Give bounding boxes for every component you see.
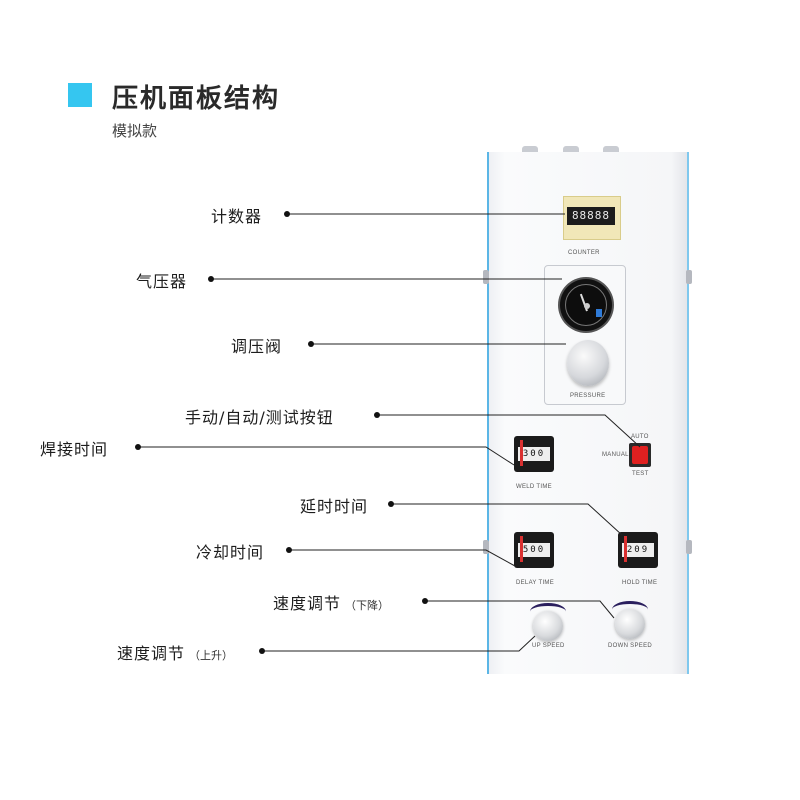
callout-dot [286,547,292,553]
panel-side-bolt [483,270,489,284]
pressure-regulator-knob[interactable] [567,340,609,386]
callout-counter: 计数器 [211,207,263,226]
up-speed-knob[interactable] [533,611,563,641]
mode-switch[interactable] [629,443,651,467]
switch-auto-label: AUTO [631,434,649,440]
callout-speed-up-text: 速度调节 [117,644,186,663]
callout-dot [422,598,428,604]
counter-display: 88888 [567,207,615,225]
up-speed-label: UP SPEED [532,643,565,649]
delay-time-digits: 500 [518,543,550,557]
switch-manual-label: MANUAL [602,452,629,458]
callout-weld-time: 焊接时间 [40,440,109,459]
callout-speed-down: 速度调节（下降） [273,590,389,614]
callout-dot [374,412,380,418]
gauge-indicator [596,309,602,317]
down-speed-scale [612,601,648,618]
callout-dot [284,211,290,217]
switch-test-label: TEST [632,471,649,477]
panel-side-bolt [483,540,489,554]
panel-top-fitting [563,146,579,154]
panel-side-bolt [686,270,692,284]
counter-label: COUNTER [568,250,600,256]
callout-hold-time: 延时时间 [300,497,369,516]
hold-time-timer[interactable]: 209 [618,532,658,568]
callout-dot [208,276,214,282]
callout-dot [388,501,394,507]
air-pressure-gauge [560,279,612,331]
down-speed-label: DOWN SPEED [608,643,653,649]
page-title: 压机面板结构 [112,84,281,114]
weld-time-label: WELD TIME [516,484,552,490]
callout-dot [135,444,141,450]
delay-time-label: DELAY TIME [516,580,555,586]
title-accent-square [68,83,92,107]
callout-speed-up-note: （上升） [189,649,234,662]
panel-top-fitting [603,146,619,154]
delay-time-timer[interactable]: 500 [514,532,554,568]
callout-speed-up: 速度调节（上升） [117,640,233,664]
timer-red-marker [520,440,523,466]
hold-time-digits: 209 [622,543,654,557]
timer-red-marker [624,536,627,562]
down-speed-knob[interactable] [615,609,645,639]
weld-time-timer[interactable]: 300 [514,436,554,472]
gauge-hub [584,303,590,309]
callout-delay-time: 冷却时间 [196,543,265,562]
pressure-label: PRESSURE [570,393,606,399]
page-subtitle: 模拟款 [112,122,158,140]
mode-switch-rocker[interactable] [632,446,648,464]
timer-red-marker [520,536,523,562]
hold-time-label: HOLD TIME [622,580,658,586]
callout-regulator: 调压阀 [231,337,283,356]
callout-dot [308,341,314,347]
callout-gauge: 气压器 [136,272,188,291]
callout-buttons: 手动/自动/测试按钮 [185,408,334,427]
panel-side-bolt [686,540,692,554]
callout-dot [259,648,265,654]
panel-top-fitting [522,146,538,154]
gauge-face [565,284,607,326]
weld-time-digits: 300 [518,447,550,461]
callout-speed-down-text: 速度调节 [273,594,342,613]
callout-speed-down-note: （下降） [345,599,390,612]
